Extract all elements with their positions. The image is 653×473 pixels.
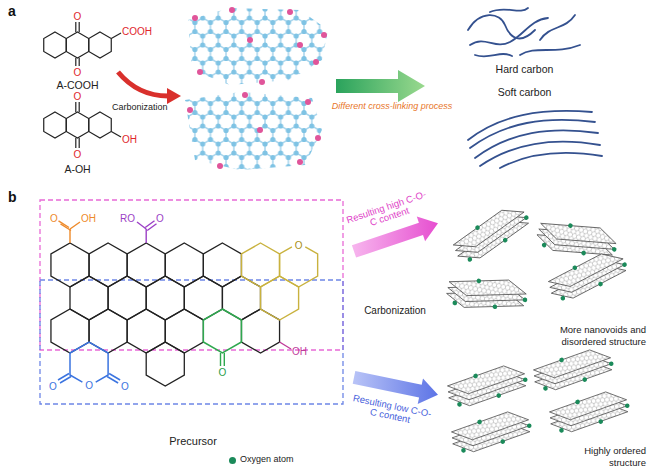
- atom-label: O: [121, 381, 129, 392]
- atom-label: O: [74, 91, 82, 102]
- node-region: Soft carbon: [462, 86, 587, 170]
- atom-label: O: [74, 67, 82, 78]
- structure-caption: More nanovoids and disordered structure: [538, 324, 646, 347]
- structure-caption: Soft carbon: [498, 86, 552, 99]
- process-label: Carbonization: [112, 103, 168, 113]
- atom-label: O: [50, 213, 58, 224]
- group-label: COOH: [122, 26, 152, 37]
- atom-label: O: [74, 149, 82, 160]
- atom-label: O: [49, 381, 57, 392]
- group-label: RO: [120, 213, 135, 224]
- process-label: Different cross-linking process: [332, 102, 453, 112]
- precursor-caption: Precursor: [169, 435, 217, 448]
- legend-text: Oxygen atom: [240, 455, 294, 465]
- process-label: Carbonization: [364, 305, 426, 316]
- atom-label: O: [219, 367, 227, 378]
- structure-caption: Hard carbon: [496, 63, 554, 76]
- panel-letter: a: [8, 4, 16, 19]
- atom-label: O: [156, 213, 164, 224]
- group-label: OH: [292, 346, 307, 357]
- node-region: Highly ordered structure: [440, 348, 650, 468]
- structure-caption: Highly ordered structure: [566, 445, 646, 468]
- node-region: Hard carbon: [462, 4, 587, 76]
- molecule-caption: A-OH: [64, 163, 90, 176]
- group-label: OH: [81, 213, 96, 224]
- node-region: More nanovoids and disordered structure: [440, 203, 650, 347]
- atom-label: O: [85, 380, 93, 391]
- legend-swatch: [229, 457, 236, 464]
- panel-letter: b: [8, 190, 17, 205]
- atom-label: O: [74, 11, 82, 22]
- arrow-label: Resulting low C-O-C content: [347, 393, 433, 430]
- group-label: OH: [122, 134, 137, 145]
- node-region: Precursor: [38, 196, 348, 448]
- atom-label: O: [295, 240, 303, 251]
- molecule-caption: A-COOH: [57, 79, 99, 92]
- arrow-label: Resulting high C-O-C content: [345, 189, 431, 236]
